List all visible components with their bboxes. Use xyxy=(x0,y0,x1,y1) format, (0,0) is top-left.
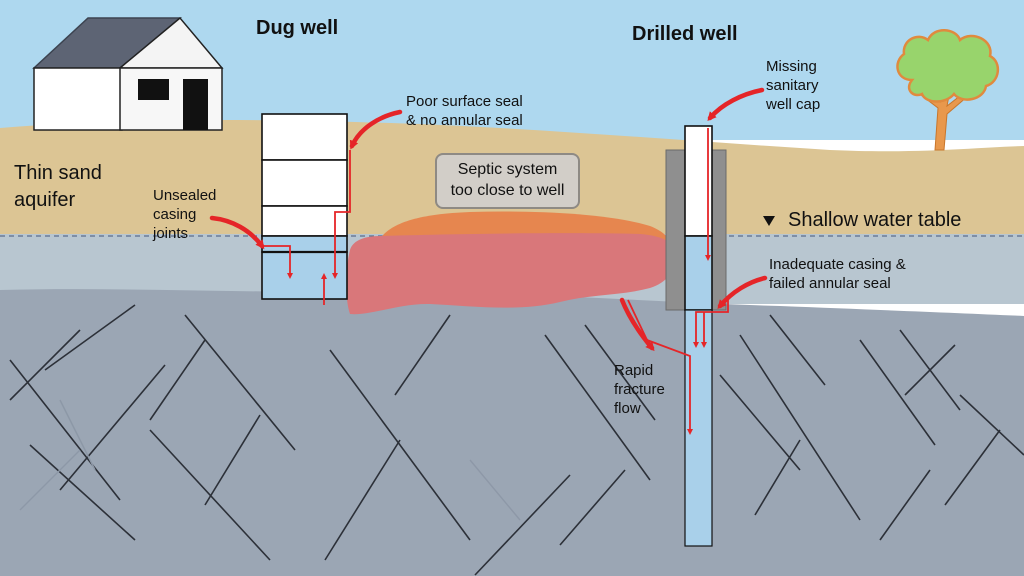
unsealed-casing-joints-line-1: Unsealed xyxy=(153,187,217,204)
rapid-fracture-flow-line-2: fracture xyxy=(614,380,665,398)
drilled-well-title: Drilled well xyxy=(632,23,738,45)
water-table-marker-icon xyxy=(763,216,775,226)
septic-plume xyxy=(346,233,676,315)
septic-system-line-1: Septic system xyxy=(457,161,558,178)
bedrock-fractures xyxy=(9,304,1024,576)
house-icon xyxy=(32,16,224,131)
poor-surface-seal-label: Poor surface seal & no annular seal xyxy=(406,93,523,131)
thin-sand-aquifer-line-1: Thin sand xyxy=(14,162,102,184)
thin-sand-aquifer-label: Thin sand aquifer xyxy=(14,160,102,214)
inadequate-casing-line-2: failed annular seal xyxy=(769,274,891,292)
missing-cap-line-2: sanitary xyxy=(766,76,819,94)
missing-well-cap-label: Missing sanitary well cap xyxy=(766,58,820,114)
poor-surface-seal-line-1: Poor surface seal xyxy=(406,93,523,110)
missing-cap-line-3: well cap xyxy=(766,95,821,113)
thin-sand-aquifer-line-2: aquifer xyxy=(14,189,76,211)
drilled-well-flow-arrows xyxy=(627,128,729,435)
poor-surface-seal-line-2: & no annular seal xyxy=(406,111,523,129)
callout-arrows xyxy=(209,87,768,352)
rapid-fracture-flow-label: Rapid fracture flow xyxy=(614,362,665,418)
tree-icon xyxy=(896,29,999,151)
bedrock-fractures-faint xyxy=(19,399,521,521)
bedrock xyxy=(0,289,1024,576)
rapid-fracture-flow-line-1: Rapid xyxy=(614,362,654,379)
unsealed-casing-joints-label: Unsealed casing joints xyxy=(153,187,216,243)
septic-system-line-2: too close to well xyxy=(450,181,565,199)
dug-well-title: Dug well xyxy=(256,17,339,39)
unsealed-casing-joints-line-3: joints xyxy=(153,224,189,242)
inadequate-casing-line-1: Inadequate casing & xyxy=(769,256,906,273)
dug-well-flow-arrows xyxy=(264,150,351,305)
inadequate-casing-label: Inadequate casing & failed annular seal xyxy=(769,256,906,294)
rapid-fracture-flow-line-3: flow xyxy=(614,399,641,417)
unsealed-casing-joints-line-2: casing xyxy=(153,205,197,223)
shallow-water-table-label: Shallow water table xyxy=(788,209,962,231)
septic-system-callout: Septic system too close to well xyxy=(435,153,580,209)
missing-cap-line-1: Missing xyxy=(766,58,817,75)
